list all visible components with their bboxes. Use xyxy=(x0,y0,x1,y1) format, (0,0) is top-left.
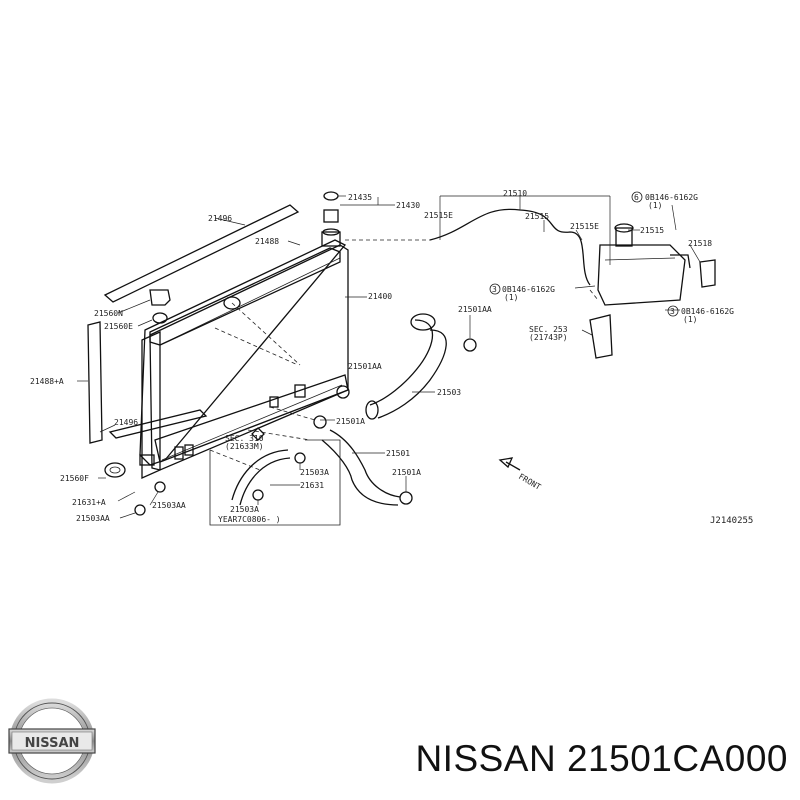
leader-lines xyxy=(77,195,701,519)
reference-lines xyxy=(209,239,599,471)
part-label: 21631+A xyxy=(72,498,106,507)
upper-seal-strip xyxy=(103,204,300,303)
reservoir-bracket xyxy=(589,259,716,359)
part-label: 21560F xyxy=(60,474,89,483)
part-label: 21430 xyxy=(396,201,420,210)
sec-253-ref: SEC. 253 xyxy=(529,325,568,334)
overflow-hose xyxy=(429,208,591,286)
sec-310-box xyxy=(209,427,341,526)
reservoir-tank xyxy=(597,223,691,306)
side-seal-strip xyxy=(87,321,103,444)
diagram-text: (1) xyxy=(648,201,662,210)
part-label: 21501A xyxy=(392,468,421,477)
diagram-text: 0B146-6162G xyxy=(681,307,734,316)
part-label: 21631 xyxy=(300,481,324,490)
logo-text: NISSAN xyxy=(25,736,80,751)
bolt-callout: 3 0B146-6162G (1) xyxy=(489,283,555,302)
sec-310-ref: SEC. 310 xyxy=(225,434,264,443)
radiator-cap xyxy=(323,191,339,223)
diagram-text: 0B146-6162G xyxy=(645,193,698,202)
part-label: 21515 xyxy=(640,226,664,235)
part-label: 21488+A xyxy=(30,377,64,386)
applicability-note: YEAR7C0806- ) xyxy=(218,515,281,524)
part-label: 21435 xyxy=(348,193,372,202)
part-number-title: NISSAN 21501CA000 xyxy=(415,738,788,779)
part-label: 21496 xyxy=(208,214,232,223)
sec-310-ref-code: (21633M) xyxy=(225,442,264,451)
lower-hose xyxy=(321,429,401,506)
part-label: 21496 xyxy=(114,418,138,427)
upper-hose xyxy=(365,313,447,420)
part-label: 21560E xyxy=(104,322,133,331)
front-label: FRONT xyxy=(517,472,543,492)
sec-253-ref-code: (21743P) xyxy=(529,333,568,342)
diagram-text: 3 xyxy=(670,307,675,316)
radiator-core xyxy=(139,228,349,480)
part-label: 21515 xyxy=(525,212,549,221)
diagram-text: 0B146-6162G xyxy=(502,285,555,294)
part-label: 21501AA xyxy=(348,362,382,371)
bolt-callout: 3 0B146-6162G (1) xyxy=(667,305,734,324)
part-label: 21488 xyxy=(255,237,279,246)
part-label: 21515E xyxy=(424,211,453,220)
part-label: 21400 xyxy=(368,292,392,301)
upper-mount-bracket xyxy=(149,289,171,324)
nissan-logo: NISSAN xyxy=(8,698,96,784)
part-label: 21501AA xyxy=(458,305,492,314)
part-label: 21503AA xyxy=(152,501,186,510)
part-label: 21501A xyxy=(336,417,365,426)
lower-mount-rubber xyxy=(104,462,126,478)
hose-clamp xyxy=(134,338,477,516)
cooler-hose xyxy=(231,449,291,506)
diagram-text: 3 xyxy=(492,285,497,294)
part-label: 21515E xyxy=(570,222,599,231)
lower-seal-strip xyxy=(108,409,208,439)
diagram-text: 6 xyxy=(634,193,639,202)
diagram-text: (1) xyxy=(683,315,697,324)
front-direction-arrow: FRONT xyxy=(498,457,543,492)
part-label: 21503 xyxy=(437,388,461,397)
part-label: 21501 xyxy=(386,449,410,458)
part-label: 21503A xyxy=(300,468,329,477)
diagram-text: (1) xyxy=(504,293,518,302)
part-label: 21518 xyxy=(688,239,712,248)
part-label: 21503A xyxy=(230,505,259,514)
bolt-callout: 6 0B146-6162G (1) xyxy=(631,191,698,210)
part-label: 21510 xyxy=(503,189,527,198)
figure-code: J2140255 xyxy=(710,516,753,526)
part-label: 21503AA xyxy=(76,514,110,523)
part-label: 21560N xyxy=(94,309,123,318)
